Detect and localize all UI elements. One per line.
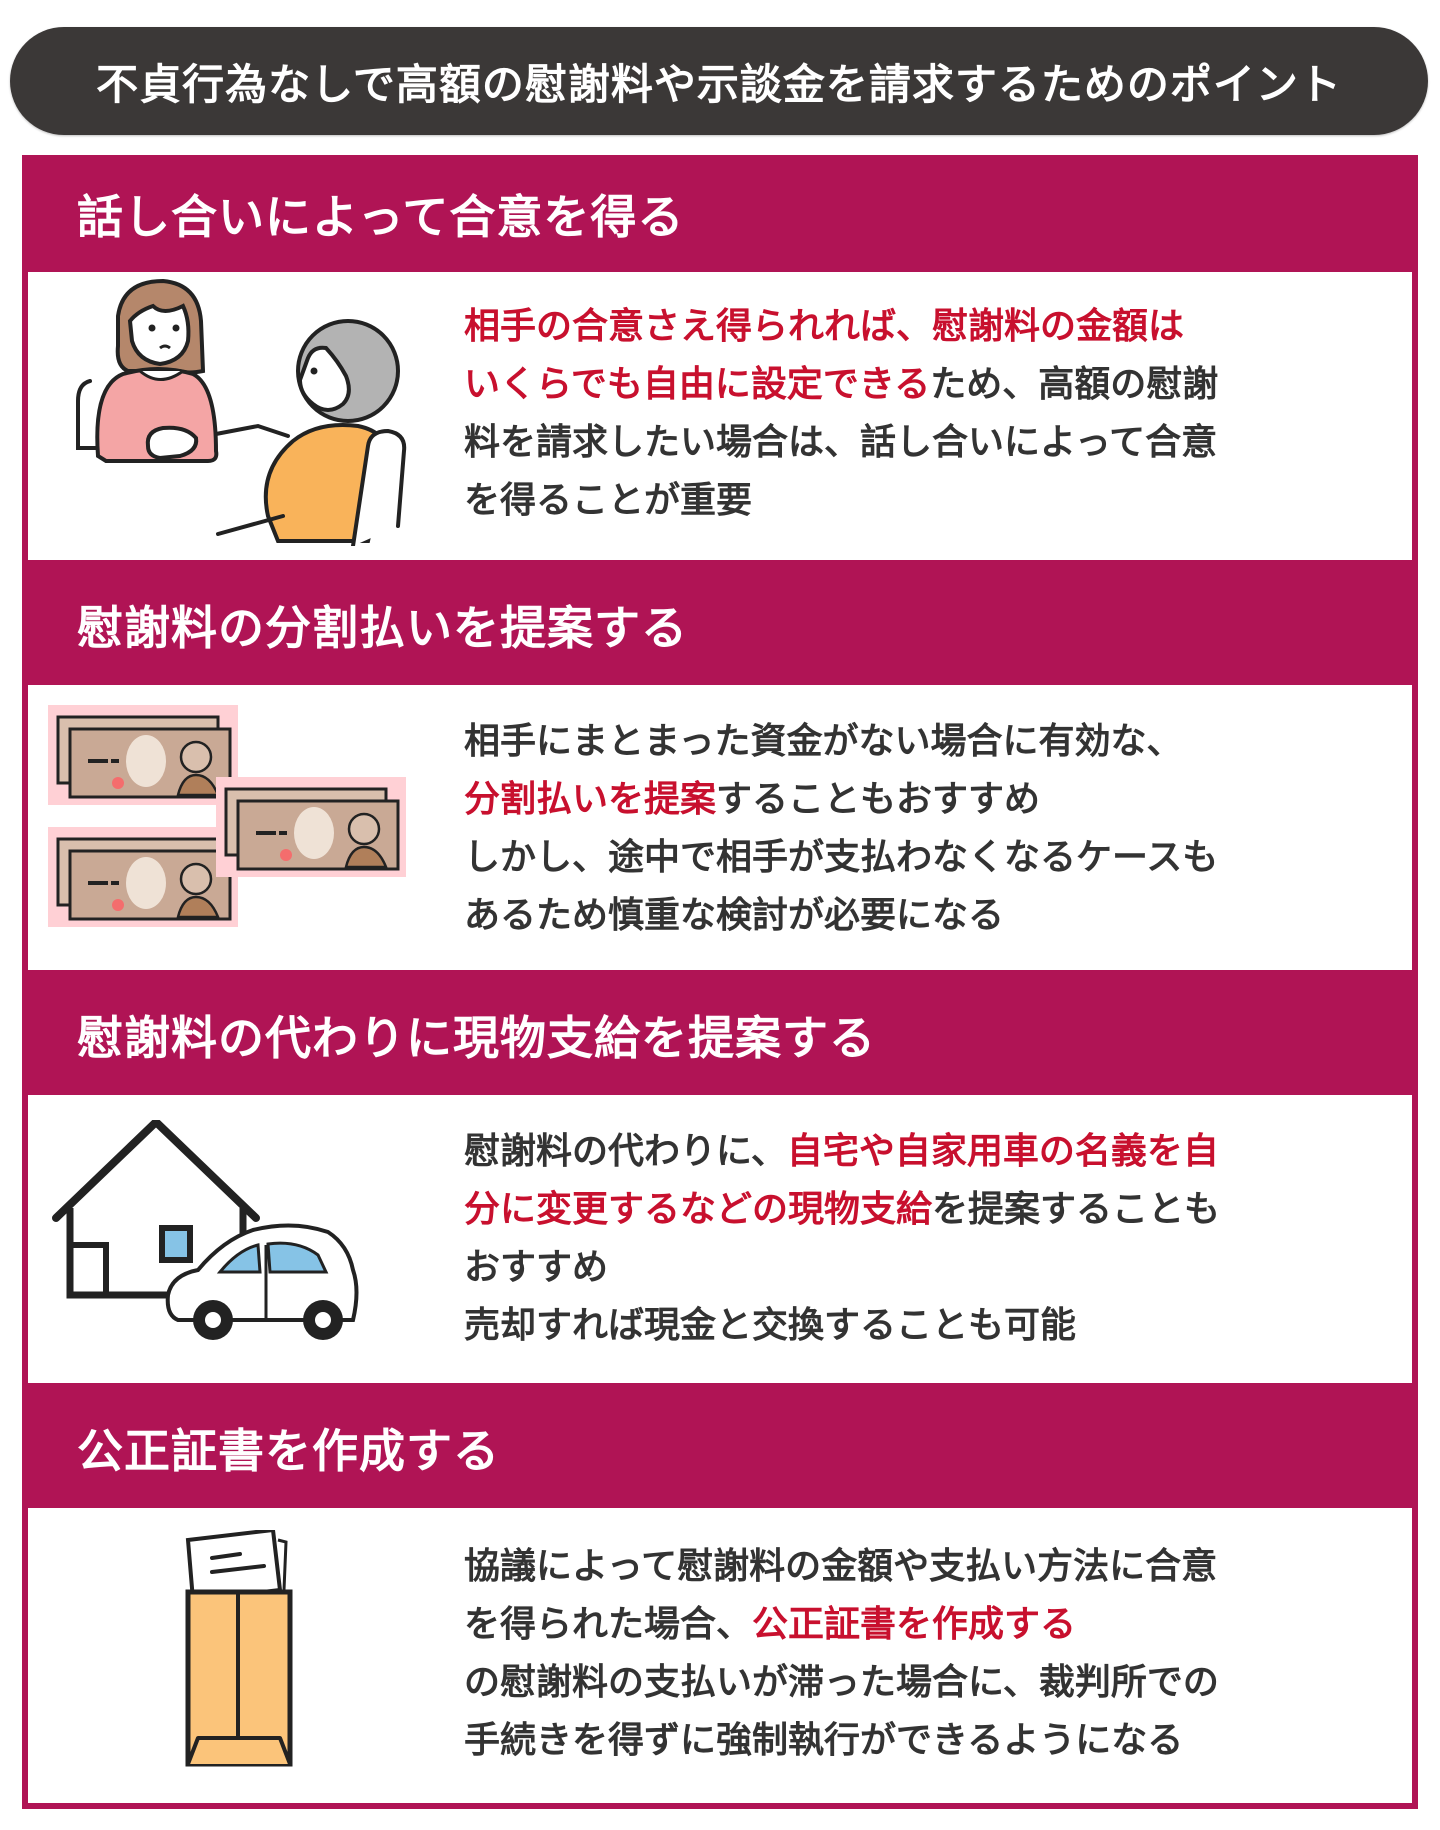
section-1-header: 話し合いによって合意を得る — [22, 155, 1418, 272]
section-1-line-3: 料を請求したい場合は、話し合いによって合意 — [464, 422, 1218, 463]
banknotes-icon — [48, 705, 408, 929]
section-4-text: 協議によって慰謝料の金額や支払い方法に合意 を得られた場合、公正証書を作成する … — [464, 1538, 1404, 1770]
points-frame: 話し合いによって合意を得る — [22, 155, 1418, 1809]
section-2-line-2: 分割払いを提案することもおすすめ — [464, 779, 1041, 820]
section-1-text: 相手の合意さえ得られれば、慰謝料の金額は いくらでも自由に設定できるため、高額の… — [464, 298, 1404, 530]
page-title-banner: 不貞行為なしで高額の慰謝料や示談金を請求するためのポイント — [10, 27, 1428, 135]
section-2-text: 相手にまとまった資金がない場合に有効な、 分割払いを提案することもおすすめ しか… — [464, 713, 1404, 945]
section-2-header: 慰謝料の分割払いを提案する — [22, 565, 1418, 685]
section-4-header: 公正証書を作成する — [22, 1388, 1418, 1508]
section-2-line-3: しかし、途中で相手が支払わなくなるケースも — [464, 837, 1219, 878]
house-and-car-icon — [52, 1120, 359, 1340]
two-people-talking-icon — [76, 278, 407, 546]
section-4-line-2: を得られた場合、公正証書を作成する — [464, 1604, 1077, 1645]
section-3-body: 慰謝料の代わりに、自宅や自家用車の名義を自 分に変更するなどの現物支給を提案する… — [28, 1095, 1412, 1383]
section-2-line-1: 相手にまとまった資金がない場合に有効な、 — [464, 721, 1183, 762]
section-3-line-4: 売却すれば現金と交換することも可能 — [464, 1305, 1077, 1346]
page-title: 不貞行為なしで高額の慰謝料や示談金を請求するためのポイント — [96, 59, 1342, 109]
section-3-line-2: 分に変更するなどの現物支給を提案することも — [464, 1189, 1221, 1230]
section-1-heading: 話し合いによって合意を得る — [77, 189, 685, 244]
section-3-heading: 慰謝料の代わりに現物支給を提案する — [77, 1011, 876, 1065]
section-4-body: 協議によって慰謝料の金額や支払い方法に合意 を得られた場合、公正証書を作成する … — [28, 1508, 1412, 1803]
section-3-line-3: おすすめ — [464, 1247, 609, 1288]
section-2-body: 相手にまとまった資金がない場合に有効な、 分割払いを提案することもおすすめ しか… — [28, 685, 1412, 970]
section-1-line-4: を得ることが重要 — [464, 480, 753, 521]
section-4-heading: 公正証書を作成する — [77, 1424, 500, 1478]
section-1-line-1: 相手の合意さえ得られれば、慰謝料の金額は — [464, 306, 1185, 347]
section-4-line-1: 協議によって慰謝料の金額や支払い方法に合意 — [464, 1546, 1218, 1587]
section-3-text: 慰謝料の代わりに、自宅や自家用車の名義を自 分に変更するなどの現物支給を提案する… — [464, 1123, 1404, 1355]
envelope-document-icon — [185, 1530, 293, 1767]
section-2-heading: 慰謝料の分割払いを提案する — [77, 601, 688, 655]
section-1-body: 相手の合意さえ得られれば、慰謝料の金額は いくらでも自由に設定できるため、高額の… — [28, 272, 1412, 560]
section-2-line-4: あるため慎重な検討が必要になる — [464, 895, 1005, 936]
section-1-line-2: いくらでも自由に設定できるため、高額の慰謝 — [464, 364, 1219, 405]
section-3-header: 慰謝料の代わりに現物支給を提案する — [22, 975, 1418, 1095]
section-3-line-1: 慰謝料の代わりに、自宅や自家用車の名義を自 — [464, 1131, 1219, 1172]
section-4-line-4: 手続きを得ずに強制執行ができるようになる — [464, 1720, 1184, 1761]
section-4-line-3: の慰謝料の支払いが滞った場合に、裁判所での — [464, 1662, 1219, 1703]
